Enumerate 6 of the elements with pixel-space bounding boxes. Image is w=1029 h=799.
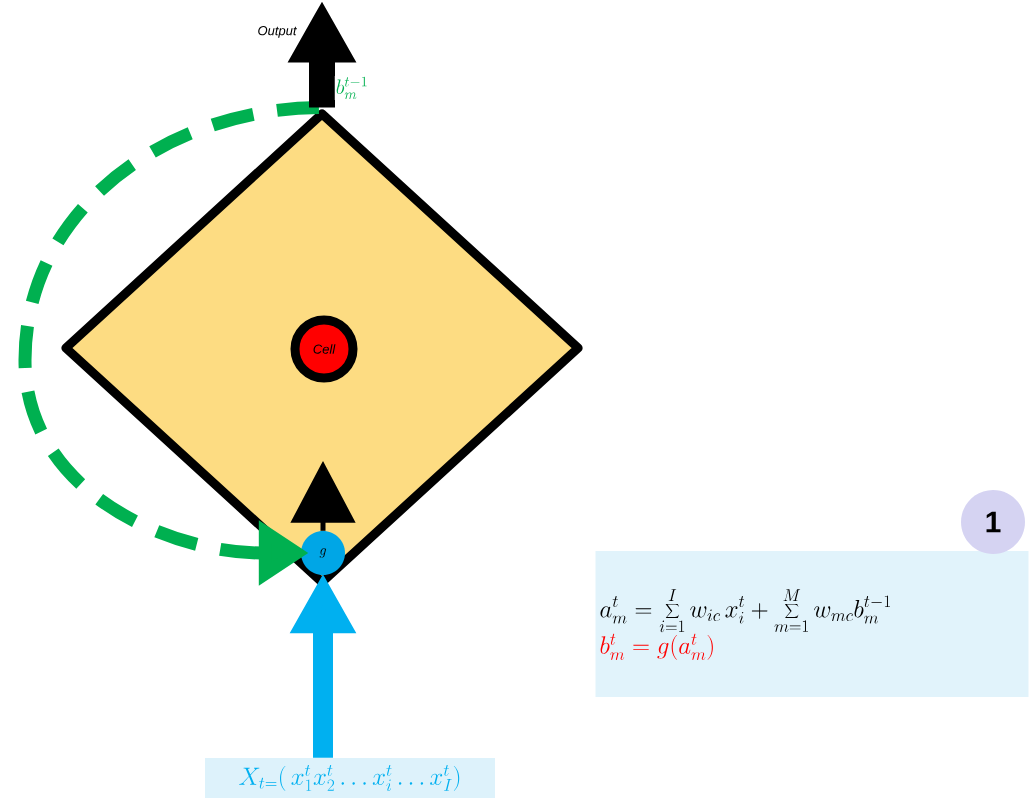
diamond-shape [61,109,583,587]
number-badge: 1 [961,490,1025,554]
edge-label: $b_m^{t-1}$ [334,76,370,100]
edge-label: Output [256,25,298,39]
formula-box: $X_{t=}(\, x_1^t x_2^t \ldots x_i^t \ldots x_I^t)$ [205,758,495,798]
equation-box: $a_m^t = \sum_{i=1}^{I} w_{ic}\, x_i^t + \sum_{m=1}^{M} w_{mc} b_m^{t-1}$ $b_m^t = g(a_m^t)$ [595,551,1029,697]
